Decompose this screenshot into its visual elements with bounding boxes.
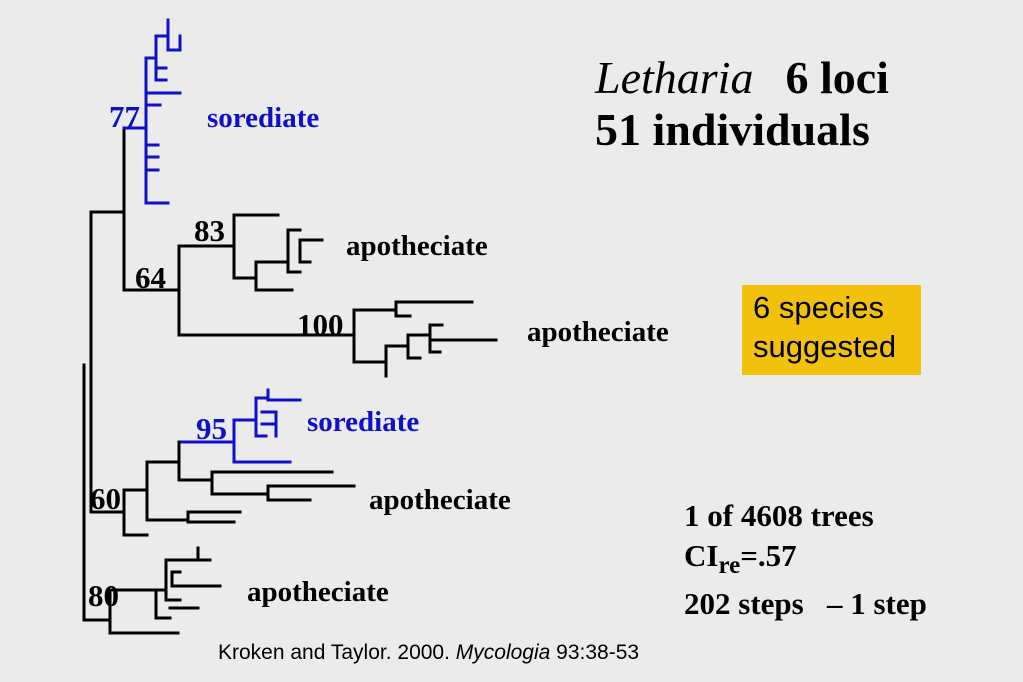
support-value-95: 95 [196,411,227,446]
support-value-80: 80 [88,578,119,613]
stat-ci: CIre=.57 [684,540,797,578]
stat-steps: 202 steps – 1 step [684,586,927,621]
clade-label-apotheciate-1: apotheciate [346,230,488,262]
genus-name: Letharia [595,52,754,103]
tree-backbone [82,126,181,635]
stat-trees: 1 of 4608 trees [684,498,874,533]
stat-ci-prefix: CI [684,538,719,573]
clade-label-apotheciate-3: apotheciate [369,484,511,516]
support-value-100: 100 [297,307,344,342]
species-callout-text: 6 species suggested [753,289,896,367]
slide-title: Letharia 6 loci 51 individuals [595,52,889,157]
support-value-60: 60 [90,481,121,516]
citation: Kroken and Taylor. 2000. Mycologia 93:38… [218,641,639,665]
loci-count: 6 loci [785,52,889,103]
species-callout-line-2: suggested [753,328,897,364]
support-value-64: 64 [135,260,166,295]
individuals-count: 51 individuals [595,104,870,156]
species-callout-box [742,285,921,375]
support-value-77: 77 [109,99,140,134]
support-value-83: 83 [194,213,225,248]
species-callout-line-1: 6 species [753,290,884,325]
clade-label-apotheciate-2: apotheciate [527,316,669,348]
title-line-1: Letharia 6 loci [595,52,889,104]
apotheciate-clade-2-branches [177,300,498,378]
apotheciate-clade-1-branches [177,213,324,292]
sorediate-clade-1-branches [122,18,182,205]
citation-journal: Mycologia [455,641,551,664]
stat-ci-value: =.57 [740,538,797,573]
clade-label-sorediate-1: sorediate [207,102,320,134]
root-branch [82,363,112,622]
stat-ci-subscript: re [718,552,741,579]
clade-label-apotheciate-4: apotheciate [247,576,389,608]
sorediate-clade-2-branches [177,388,302,464]
clade-label-sorediate-2: sorediate [307,406,420,438]
citation-authors: Kroken and Taylor. 2000. [218,641,456,664]
apotheciate-clade-3-branches [145,440,356,524]
citation-ref: 93:38-53 [550,641,640,664]
apotheciate-clade-4-branches [154,546,222,620]
